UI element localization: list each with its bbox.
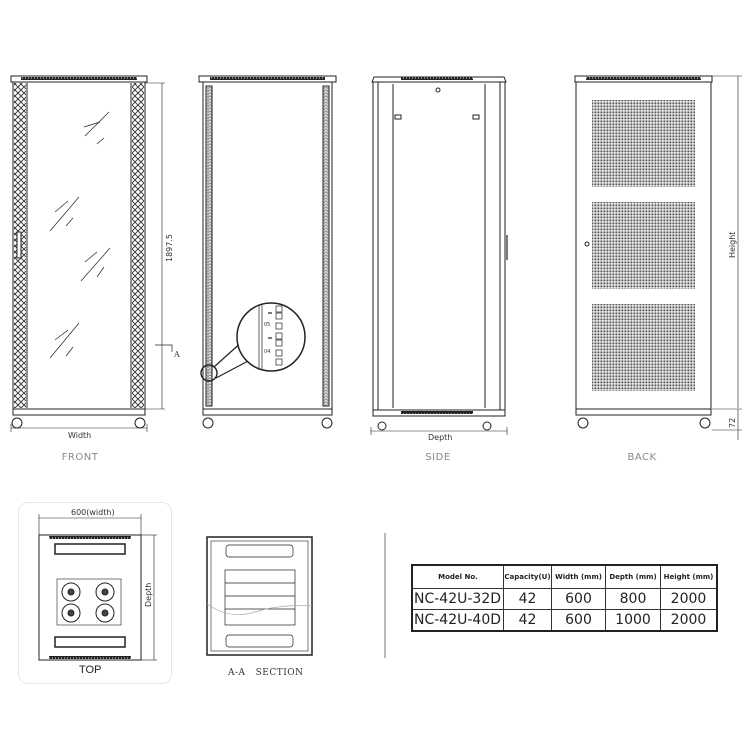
- side-depth-label: Depth: [428, 433, 453, 442]
- cell-model: NC-42U-32D: [411, 588, 504, 610]
- cell-depth: 800: [605, 588, 661, 610]
- back-height-label: Height: [728, 231, 737, 258]
- header-width: Width (mm): [551, 564, 606, 589]
- top-view-label: TOP: [79, 664, 102, 676]
- open-frame-view: [198, 75, 337, 429]
- top-depth-label: Depth: [144, 582, 153, 607]
- header-height: Height (mm): [660, 564, 718, 589]
- front-view-label: FRONT: [61, 452, 99, 463]
- back-view-label: BACK: [627, 452, 657, 463]
- table-row: NC-42U-40D 42 600 1000 2000: [411, 609, 718, 632]
- cell-model: NC-42U-40D: [411, 609, 504, 632]
- section-marker: A: [174, 350, 180, 359]
- top-view: [38, 514, 157, 661]
- cell-capacity: 42: [503, 588, 552, 610]
- cell-width: 600: [551, 609, 606, 632]
- spec-table: Model No. Capacity(U) Width (mm) Depth (…: [411, 564, 718, 632]
- header-model: Model No.: [411, 564, 504, 589]
- table-row: NC-42U-32D 42 600 800 2000: [411, 588, 718, 610]
- header-capacity: Capacity(U): [503, 564, 552, 589]
- front-height-dimension: 1897.5: [165, 234, 174, 262]
- detail-label-04: 04: [264, 349, 271, 355]
- cell-height: 2000: [660, 588, 718, 610]
- side-view: [370, 76, 508, 435]
- top-view-panel: [18, 502, 172, 684]
- section-view: [206, 536, 313, 656]
- header-depth: Depth (mm): [605, 564, 661, 589]
- back-view: [574, 75, 742, 440]
- detail-label-05: 05: [264, 322, 271, 328]
- cell-capacity: 42: [503, 609, 552, 632]
- cell-height: 2000: [660, 609, 718, 632]
- front-width-label: Width: [68, 431, 92, 440]
- front-view: [10, 75, 173, 432]
- section-view-label: A-A SECTION: [228, 668, 304, 678]
- cell-depth: 1000: [605, 609, 661, 632]
- cell-width: 600: [551, 588, 606, 610]
- table-header-row: Model No. Capacity(U) Width (mm) Depth (…: [411, 564, 718, 589]
- side-view-label: SIDE: [425, 452, 451, 463]
- back-base-dimension: 72: [728, 417, 737, 428]
- top-width-label: 600(width): [71, 508, 115, 517]
